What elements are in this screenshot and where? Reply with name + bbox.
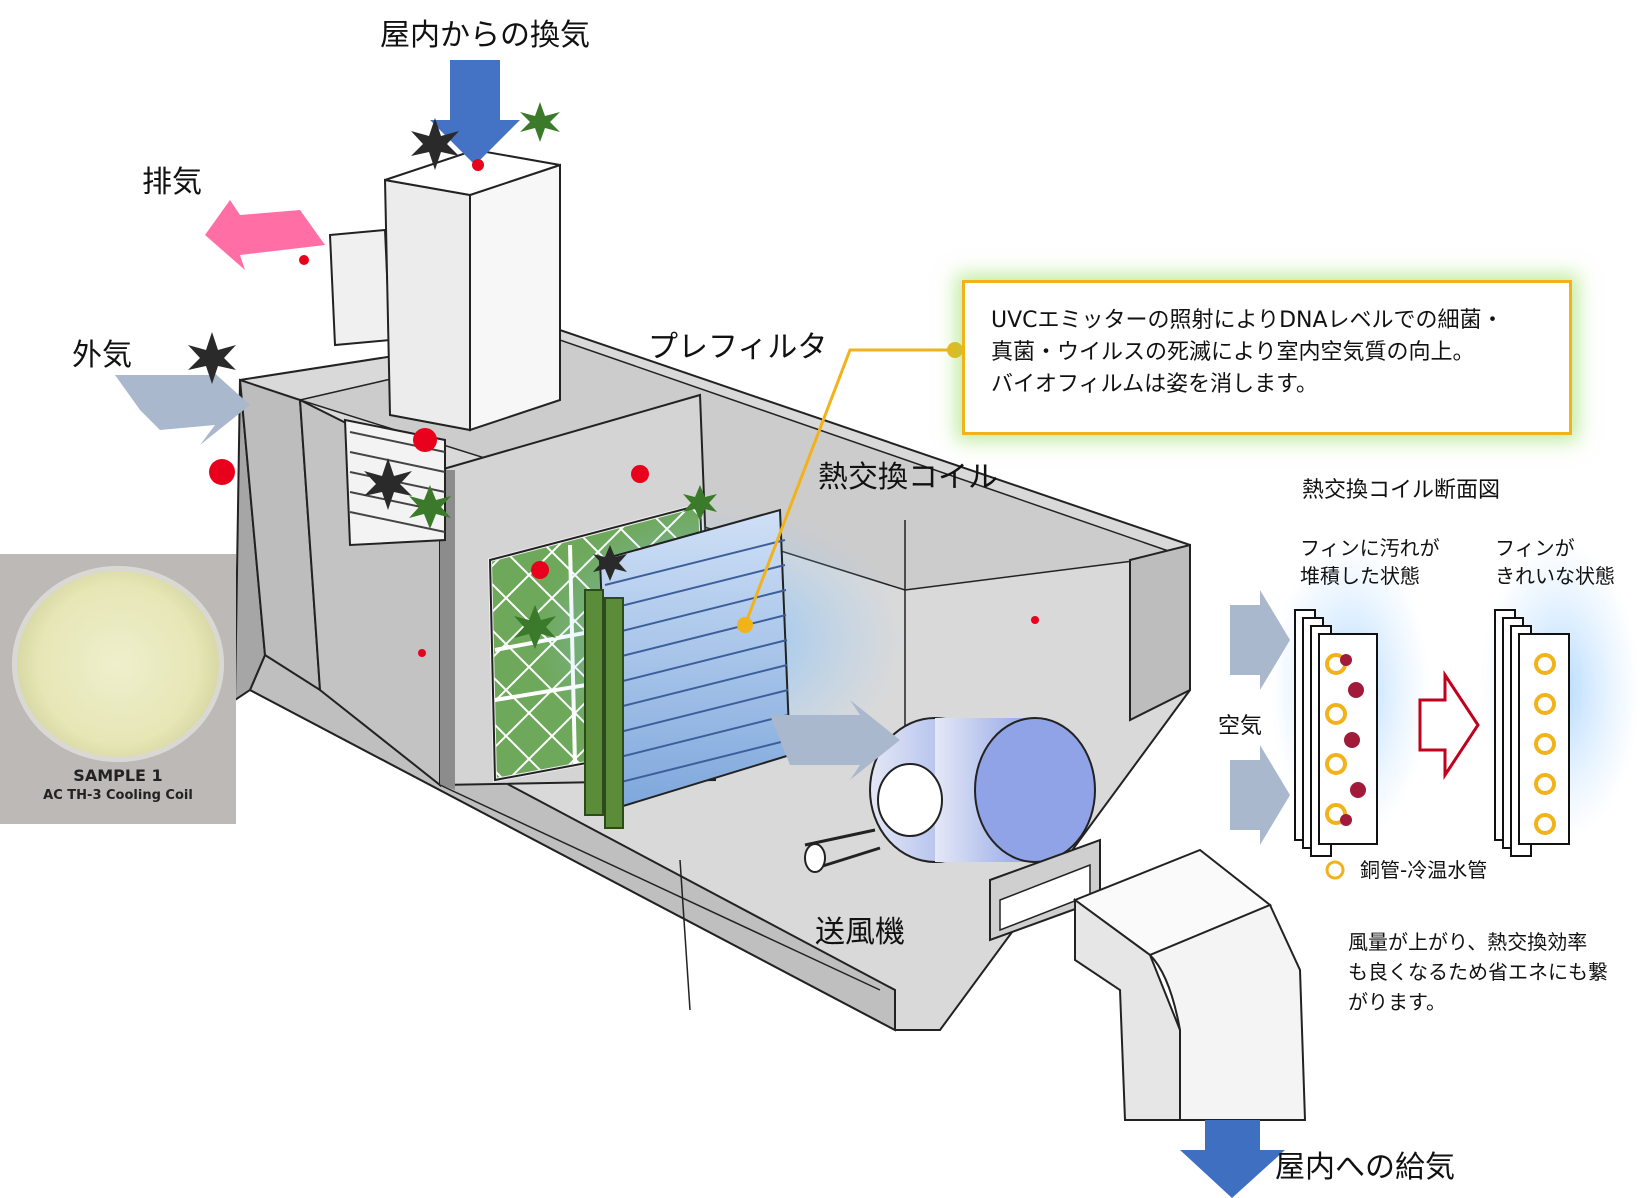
uvc-callout: UVCエミッターの照射によりDNAレベルでの細菌・ 真菌・ウイルスの死滅により室…: [962, 280, 1572, 435]
indoor-return-label: 屋内からの換気: [380, 18, 590, 53]
indoor-supply-label: 屋内への給気: [1275, 1150, 1455, 1185]
air-arrow-upper: [1230, 590, 1290, 690]
copper-pipe-label: 銅管-冷温水管: [1360, 858, 1488, 882]
before-after-arrow: [1418, 670, 1480, 780]
supply-duct: [1072, 848, 1307, 1121]
prefilter-label: プレフィルタ: [648, 330, 828, 365]
return-duct: [328, 148, 561, 547]
coil-cross-section: [1230, 540, 1640, 880]
fin-dirty-label-1: フィンに汚れが: [1300, 536, 1440, 560]
outside-air-label: 外気: [72, 338, 132, 373]
callout-line-1: UVCエミッターの照射によりDNAレベルでの細菌・: [991, 308, 1504, 333]
fin-dirty-label-2: 堆積した状態: [1300, 564, 1420, 588]
outside-air-arrow: [115, 360, 250, 445]
coil-to-blower-arrow: [770, 700, 900, 780]
efficiency-note-1: 風量が上がり、熱交換効率: [1348, 930, 1588, 954]
petri-dish: [12, 566, 224, 762]
fin-clean-label-2: きれいな状態: [1495, 564, 1615, 588]
callout-line-2: 真菌・ウイルスの死滅により室内空気質の向上。: [991, 339, 1475, 365]
sample-subtitle: AC TH-3 Cooling Coil: [43, 788, 193, 803]
clean-fin-stack: [1494, 609, 1570, 857]
air-label: 空気: [1218, 714, 1263, 739]
fin-clean-label-1: フィンが: [1495, 536, 1575, 560]
heat-exchange-coil: [584, 508, 792, 829]
cross-section-title: 熱交換コイル断面図: [1302, 478, 1501, 503]
sample-photo: SAMPLE 1 AC TH-3 Cooling Coil: [0, 554, 236, 824]
heat-exchange-coil-label: 熱交換コイル: [818, 460, 998, 495]
efficiency-note-3: がります。: [1348, 990, 1446, 1014]
indoor-supply-arrow: [1180, 1120, 1285, 1198]
dirty-fin-stack: [1294, 609, 1378, 857]
exhaust-arrow: [205, 200, 325, 270]
indoor-return-arrow: [430, 60, 520, 165]
callout-line-3: バイオフィルムは姿を消します。: [991, 371, 1318, 397]
callout-pointer: [737, 342, 963, 633]
sample-title: SAMPLE 1: [73, 766, 163, 785]
efficiency-note-2: も良くなるため省エネにも繋: [1348, 960, 1608, 984]
copper-pipe-legend-icon: [1325, 860, 1345, 880]
blower-label: 送風機: [815, 915, 905, 950]
air-arrow-lower: [1230, 745, 1290, 845]
blower: [804, 717, 1101, 942]
contaminant-particles: [188, 102, 1039, 657]
exhaust-label: 排気: [142, 165, 202, 200]
